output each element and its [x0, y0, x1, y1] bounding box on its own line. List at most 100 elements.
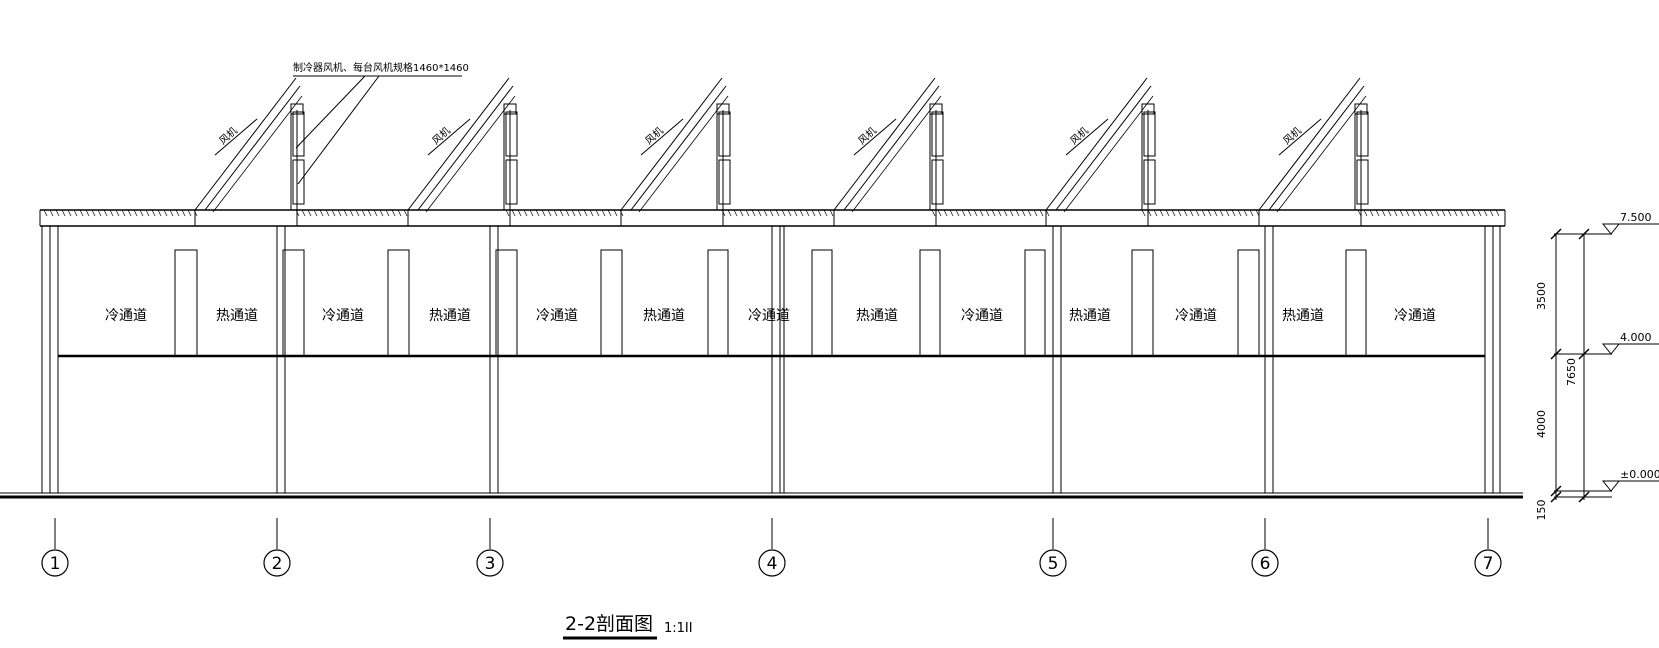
- aisle-label: 冷通道: [536, 308, 578, 324]
- roof-hatch-mark: [1159, 209, 1164, 217]
- roof-hatch-mark: [367, 209, 372, 217]
- aisle-label: 热通道: [1069, 308, 1111, 324]
- roof-tag: 风机: [216, 124, 240, 147]
- roof-hatch-mark: [1483, 209, 1488, 217]
- roof-hatch-mark: [1441, 209, 1446, 217]
- aisle-label: 冷通道: [748, 308, 790, 324]
- roof-hatch-mark: [571, 209, 576, 217]
- rack-row: [811, 249, 833, 357]
- roof-hatch-mark: [187, 209, 192, 217]
- rack-row: [282, 249, 305, 357]
- roof-hatch-mark: [1381, 209, 1386, 217]
- roof-tag: 风机: [1280, 124, 1304, 147]
- roof-hatch-mark: [967, 209, 972, 217]
- roof-hatch-mark: [1477, 209, 1482, 217]
- dimension-150: 150: [1535, 500, 1548, 521]
- monitor-cap: [1354, 103, 1368, 115]
- roof-hatch-mark: [937, 209, 942, 217]
- roof-hatch-mark: [583, 209, 588, 217]
- aisle-label: 冷通道: [105, 308, 147, 324]
- roof-hatch-mark: [799, 209, 804, 217]
- roof-hatch-mark: [295, 209, 300, 217]
- roof-hatch-mark: [337, 209, 342, 217]
- aisle-label: 冷通道: [322, 308, 364, 324]
- roof-hatch-mark: [769, 209, 774, 217]
- fan-unit: [1356, 159, 1369, 205]
- roof-hatch-mark: [1027, 209, 1032, 217]
- roof-hatch-mark: [1003, 209, 1008, 217]
- roof-hatch-mark: [1225, 209, 1230, 217]
- roof-hatch-mark: [535, 209, 540, 217]
- roof-hatch-mark: [361, 209, 366, 217]
- roof-hatch-mark: [601, 209, 606, 217]
- aisle-labels: 冷通道热通道冷通道热通道冷通道热通道冷通道热通道冷通道热通道冷通道热通道冷通道: [105, 308, 1436, 324]
- monitor-glazing: [1276, 95, 1367, 213]
- roof-hatch-mark: [751, 209, 756, 217]
- rack-rows: [174, 249, 1367, 357]
- axis-bubble: [263, 549, 291, 577]
- roof-hatch-mark: [553, 209, 558, 217]
- roof-hatch-mark: [955, 209, 960, 217]
- outer-walls: [41, 226, 1501, 493]
- roof-hatch-mark: [547, 209, 552, 217]
- roof-hatch-mark: [1189, 209, 1194, 217]
- roof-hatch-mark: [1201, 209, 1206, 217]
- dimension-3500: 3500: [1535, 282, 1548, 310]
- roof-hatch-mark: [1447, 209, 1452, 217]
- monitor-cap: [716, 103, 730, 115]
- rack-row: [1345, 249, 1367, 357]
- fan-unit: [1143, 159, 1156, 205]
- aisle-label: 热通道: [856, 308, 898, 324]
- axis-number: 4: [767, 554, 778, 574]
- roof-hatch-mark: [733, 209, 738, 217]
- roof-hatch-mark: [121, 209, 126, 217]
- roof-hatch-mark: [619, 209, 624, 217]
- roof-hatch-mark: [793, 209, 798, 217]
- rack-row: [174, 249, 198, 357]
- roof-hatch-mark: [811, 209, 816, 217]
- roof-hatch-mark: [985, 209, 990, 217]
- roof-hatch-mark: [1255, 209, 1260, 217]
- roof-hatch-mark: [991, 209, 996, 217]
- rack-row: [919, 249, 941, 357]
- roof-tag: 风机: [429, 124, 453, 147]
- roof-hatch-mark: [145, 209, 150, 217]
- roof-hatch-mark: [181, 209, 186, 217]
- roof-hatch-mark: [727, 209, 732, 217]
- roof-hatch-mark: [775, 209, 780, 217]
- axis-bubble: [476, 549, 504, 577]
- roof-hatch-mark: [1015, 209, 1020, 217]
- roof-hatch-mark: [355, 209, 360, 217]
- roof-hatch-mark: [1369, 209, 1374, 217]
- fan-unit: [505, 159, 518, 205]
- roof-hatch-mark: [1375, 209, 1380, 217]
- roof-tag-arrow: [853, 118, 897, 156]
- roof-hatch-mark: [1141, 209, 1146, 217]
- roof-hatch-mark: [127, 209, 132, 217]
- roof-hatch-mark: [745, 209, 750, 217]
- roof-hatch-mark: [1243, 209, 1248, 217]
- roof-hatch-mark: [1423, 209, 1428, 217]
- roof-hatch-mark: [373, 209, 378, 217]
- roof-hatch-mark: [943, 209, 948, 217]
- fan-unit: [931, 159, 944, 205]
- roof-hatch-mark: [169, 209, 174, 217]
- roof-tag-arrow: [640, 118, 684, 156]
- note-leaders: [293, 75, 462, 185]
- roof-hatch-mark: [151, 209, 156, 217]
- axis-number: 2: [272, 554, 283, 574]
- roof-hatch-mark: [325, 209, 330, 217]
- rack-row: [1024, 249, 1046, 357]
- roof-hatch-mark: [85, 209, 90, 217]
- roof-hatch-mark: [1465, 209, 1470, 217]
- roof-hatch-mark: [49, 209, 54, 217]
- roof-hatch-mark: [1411, 209, 1416, 217]
- roof-hatch-mark: [961, 209, 966, 217]
- axis-number: 5: [1048, 554, 1059, 574]
- fan-unit: [292, 159, 305, 205]
- monitor-glazing: [630, 85, 727, 211]
- roof-hatch-mark: [781, 209, 786, 217]
- roof-hatch-mark: [157, 209, 162, 217]
- monitor-glazing: [1063, 95, 1154, 213]
- monitor-glazing: [407, 77, 510, 211]
